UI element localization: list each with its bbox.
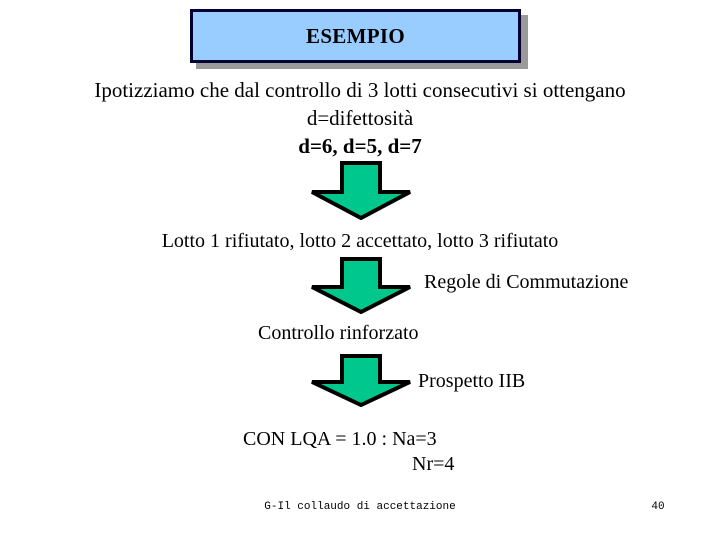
lqa-text: CON LQA = 1.0 : Na=3 xyxy=(243,428,437,450)
down-arrow-icon-2 xyxy=(309,257,413,314)
result-text: Lotto 1 rifiutato, lotto 2 accettato, lo… xyxy=(161,230,559,252)
inspection-label: Controllo rinforzato xyxy=(258,322,419,344)
definition-text: d=difettosità xyxy=(306,106,414,130)
footer-title: G-Il collaudo di accettazione xyxy=(264,501,456,513)
footer-page-number: 40 xyxy=(651,501,665,513)
table-label: Prospetto IIB xyxy=(418,370,526,392)
down-arrow-icon-1 xyxy=(309,161,413,220)
rules-label: Regole di Commutazione xyxy=(424,271,629,293)
title-box: ESEMPIO xyxy=(190,9,521,63)
intro-text: Ipotizziamo che dal controllo di 3 lotti… xyxy=(94,78,626,102)
page-title: ESEMPIO xyxy=(306,23,405,48)
nr-text: Nr=4 xyxy=(412,453,455,475)
values-text: d=6, d=5, d=7 xyxy=(298,134,422,158)
down-arrow-icon-3 xyxy=(309,354,413,407)
